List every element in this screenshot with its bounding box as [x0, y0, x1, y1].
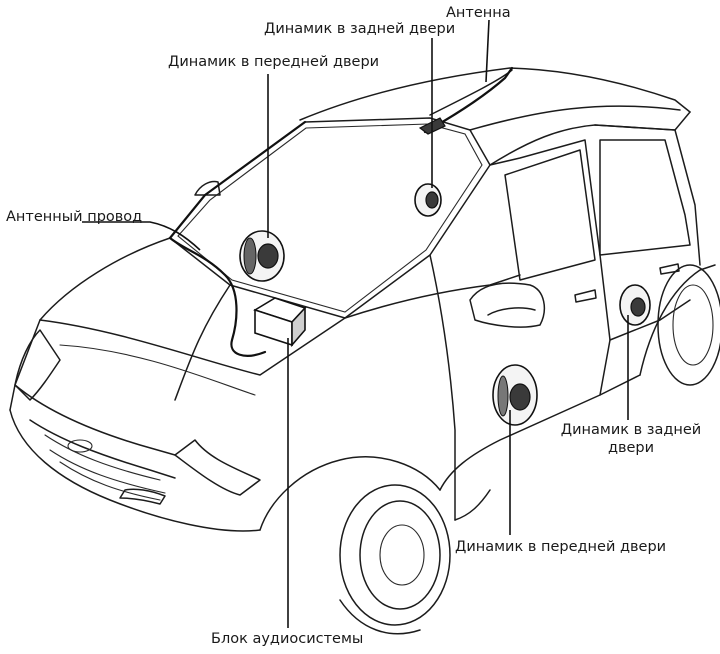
audio-unit-box: [253, 297, 307, 348]
label-rear-door-speaker-right-line2: двери: [607, 440, 655, 456]
label-front-door-speaker-bottom: Динамик в передней двери: [455, 539, 667, 555]
label-rear-door-speaker-right: Динамик в задней двери: [548, 421, 714, 457]
label-audio-unit: Блок аудиосистемы: [211, 631, 364, 647]
label-antenna: Антенна: [446, 5, 511, 21]
label-rear-door-speaker-right-line1: Динамик в задней: [560, 422, 702, 438]
rear-door-speaker-upper: [414, 183, 442, 217]
rear-door-speaker-lower: [619, 284, 651, 326]
leader-lines: [82, 19, 629, 628]
antenna-wire: [168, 120, 307, 357]
front-door-speaker-upper: [239, 230, 285, 282]
label-front-door-speaker-top: Динамик в передней двери: [168, 54, 380, 70]
label-rear-door-speaker-top: Динамик в задней двери: [264, 21, 456, 37]
label-antenna-wire: Антенный провод: [6, 209, 143, 225]
car-body: [9, 67, 720, 635]
front-door-speaker-lower: [492, 364, 538, 426]
antenna-assembly: [418, 66, 514, 135]
